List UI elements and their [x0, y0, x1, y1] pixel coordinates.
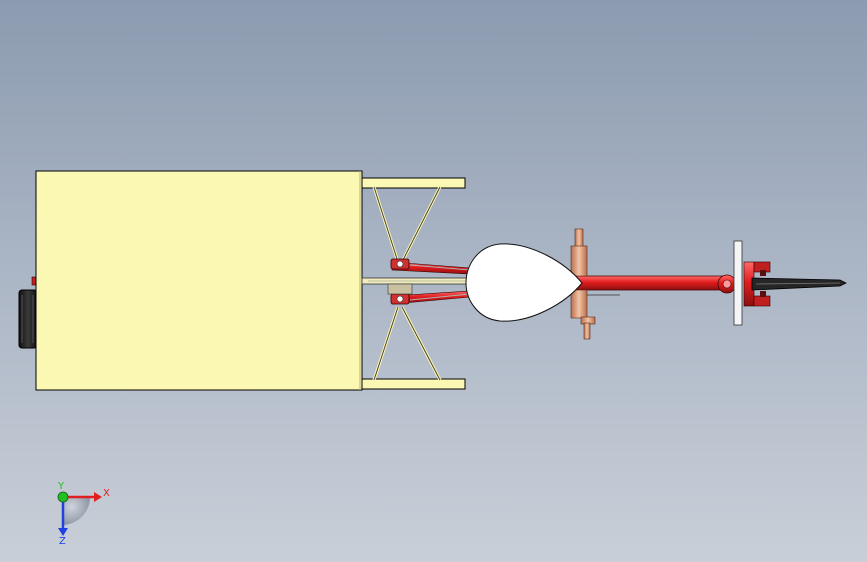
seat-post-assembly [570, 228, 596, 340]
frame-rail-upper [361, 177, 466, 189]
axis-z-label: Z [59, 536, 66, 547]
sprocket-hubs [387, 258, 413, 305]
chain-stays [391, 261, 471, 305]
handlebar [733, 240, 743, 326]
coordinate-triad-icon[interactable]: X Y Z [57, 481, 110, 547]
cargo-box [35, 170, 363, 391]
head-tube [717, 274, 737, 294]
main-frame-tube [559, 275, 731, 291]
axis-y-label: Y [57, 481, 65, 492]
frame-rail-lower [361, 378, 466, 390]
saddle-seat [465, 243, 583, 322]
axis-x-label: X [103, 488, 110, 499]
frame-struts [372, 186, 442, 381]
front-wheel [751, 277, 847, 291]
